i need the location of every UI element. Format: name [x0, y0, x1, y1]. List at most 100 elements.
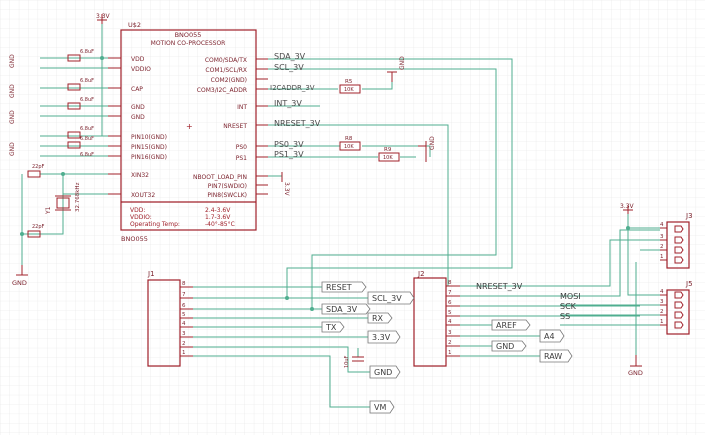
j3-pin-2: 2	[660, 244, 664, 250]
resistor-r5-value: 10K	[344, 87, 354, 93]
ic-pin-ps0: PS0	[236, 144, 247, 151]
gnd-r5-label: GND	[399, 56, 406, 70]
ic-name: BNO055	[175, 31, 202, 39]
j3-pin-1: 1	[660, 254, 664, 260]
ic-left-pin-leads	[108, 57, 121, 195]
ic-pin-vdd: VDD	[131, 56, 145, 63]
ic-pin-nreset: NRESET	[223, 123, 247, 130]
ic-pin-8: PIN8(SWCLK)	[207, 192, 247, 199]
ic-pin-com0: COM0/SDA/TX	[205, 57, 247, 64]
cap-label-4: 6.8uF	[80, 126, 94, 132]
gnd-j3-label: GND	[628, 369, 643, 377]
flag-vm: VM	[374, 403, 386, 412]
flag-mosi: MOSI	[560, 292, 581, 301]
connector-j2[interactable]: J2 8 7 6 5 4 3 2 1	[413, 270, 460, 367]
j5-pin-2: 2	[660, 309, 664, 315]
j2-pin-6: 6	[448, 300, 452, 306]
wire-junctions	[20, 56, 630, 311]
flag-raw: RAW	[544, 352, 562, 361]
power-symbol-3v3-j3: 3.3V	[620, 203, 635, 214]
ic-spec-vddio-label: VDDIO:	[130, 214, 152, 221]
cap-10uf-label: 10uF	[344, 355, 350, 368]
ic-origin-mark: +	[186, 122, 193, 131]
j3-ref: J3	[685, 212, 693, 220]
flag-aref: AREF	[496, 321, 517, 330]
flag-sda3v: SDA_3V	[326, 305, 358, 314]
resistor-r5-ref: R5	[345, 79, 353, 85]
gnd-column-left: GND GND GND GND	[9, 54, 16, 156]
ic-pin-xin32: XIN32	[131, 172, 149, 179]
j2-pin-2: 2	[448, 340, 452, 346]
gnd-ps1-label: GND	[429, 136, 436, 150]
power-symbol-3v3-top: 3.3V	[96, 13, 111, 24]
j2-pin-5: 5	[448, 310, 452, 316]
ic-spec-vdd-value: 2.4-3.6V	[205, 207, 231, 214]
connector-j5[interactable]: J5 4 3 2 1	[660, 280, 693, 335]
ic-spec-temp-value: -40°-85°C	[205, 221, 235, 228]
net-flags	[321, 281, 573, 414]
j5-ref: J5	[685, 280, 693, 288]
flag-nreset3v: NRESET_3V	[476, 282, 523, 291]
gnd-left-4: GND	[9, 142, 16, 156]
power-3v3-right-label: 3.3V	[283, 182, 290, 197]
ic-pin-gnd-1: GND	[131, 104, 145, 111]
cap-label-xout: 22pF	[32, 224, 45, 230]
bno055-chip[interactable]: U$2 BNO055 MOTION CO-PROCESSOR BNO055 VD…	[108, 21, 268, 243]
ic-pin-vddio: VDDIO	[131, 66, 151, 73]
resistor-r9[interactable]: R9 10K	[378, 147, 400, 162]
net-sda: SDA_3V	[274, 52, 306, 61]
ic-ref: U$2	[128, 21, 141, 29]
crystal-ref: Y1	[45, 206, 52, 215]
ic-spec-vdd-label: VDD:	[130, 207, 145, 214]
cap-label-1: 6.8uF	[80, 49, 94, 55]
flag-reset: RESET	[326, 283, 352, 292]
gnd-left-2: GND	[9, 84, 16, 98]
resistor-r5[interactable]: R5 10K	[339, 79, 361, 94]
j1-pin-6: 6	[182, 303, 186, 309]
ic-pin-16: PIN16(GND)	[131, 154, 167, 161]
decoupling-caps[interactable]: 6.8uF 6.8uF 6.8uF 6.8uF 6.8uF 6.8uF 22pF…	[27, 49, 94, 238]
crystal-y1[interactable]: Y1 32.768kHz	[45, 182, 81, 215]
flag-a4: A4	[544, 332, 555, 341]
j1-pin-5: 5	[182, 312, 186, 318]
capacitor-10uf[interactable]: 10uF	[344, 355, 364, 368]
j1-pin-8: 8	[182, 281, 186, 287]
j3-pin-3: 3	[660, 234, 664, 240]
gnd-symbol-crystal: GND	[12, 265, 28, 287]
ic-pin-gnd-2: GND	[131, 114, 145, 121]
ic-pin-com1: COM1/SCL/RX	[205, 67, 247, 74]
j2-pin-8: 8	[448, 280, 452, 286]
ic-value: BNO055	[121, 235, 148, 243]
connector-j3[interactable]: J3 4 3 2 1	[660, 212, 693, 269]
net-ps0: PS0_3V	[274, 140, 304, 149]
cap-label-3: 6.8uF	[80, 97, 94, 103]
ic-spec-temp-label: Operating Temp:	[130, 221, 180, 228]
crystal-value: 32.768kHz	[75, 182, 81, 212]
net-scl: SCL_3V	[274, 63, 304, 72]
ic-pin-int: INT	[237, 104, 247, 111]
cap-label-6: 6.8uF	[80, 152, 94, 158]
j5-pin-1: 1	[660, 319, 664, 325]
flag-sck: SCK	[560, 302, 577, 311]
j2-pin-1: 1	[448, 350, 452, 356]
ic-pin-nboot: NBOOT_LOAD_PIN	[193, 174, 247, 181]
power-3v3-top-label: 3.3V	[96, 13, 111, 20]
ic-pin-xout32: XOUT32	[131, 192, 155, 199]
resistor-r9-ref: R9	[384, 147, 392, 153]
ic-pin-7: PIN7(SWDIO)	[208, 183, 247, 190]
j1-pin-7: 7	[182, 292, 186, 298]
j1-pin-3: 3	[182, 331, 186, 337]
cap-label-5: 6.8uF	[80, 136, 94, 142]
ic-pin-ps1: PS1	[236, 155, 247, 162]
j5-pin-4: 4	[660, 289, 664, 295]
j2-pin-4: 4	[448, 319, 452, 325]
j2-pin-3: 3	[448, 330, 452, 336]
power-3v3-j3-label: 3.3V	[620, 203, 635, 210]
flag-scl3v: SCL_3V	[372, 294, 402, 303]
resistor-r8[interactable]: R8 10K	[339, 136, 361, 151]
gnd-symbol-ps1: GND	[418, 136, 436, 162]
connector-j1[interactable]: J1 8 7 6 5 4 3 2 1	[147, 270, 193, 367]
j2-ref: J2	[417, 270, 425, 278]
j1-pin-2: 2	[182, 341, 186, 347]
